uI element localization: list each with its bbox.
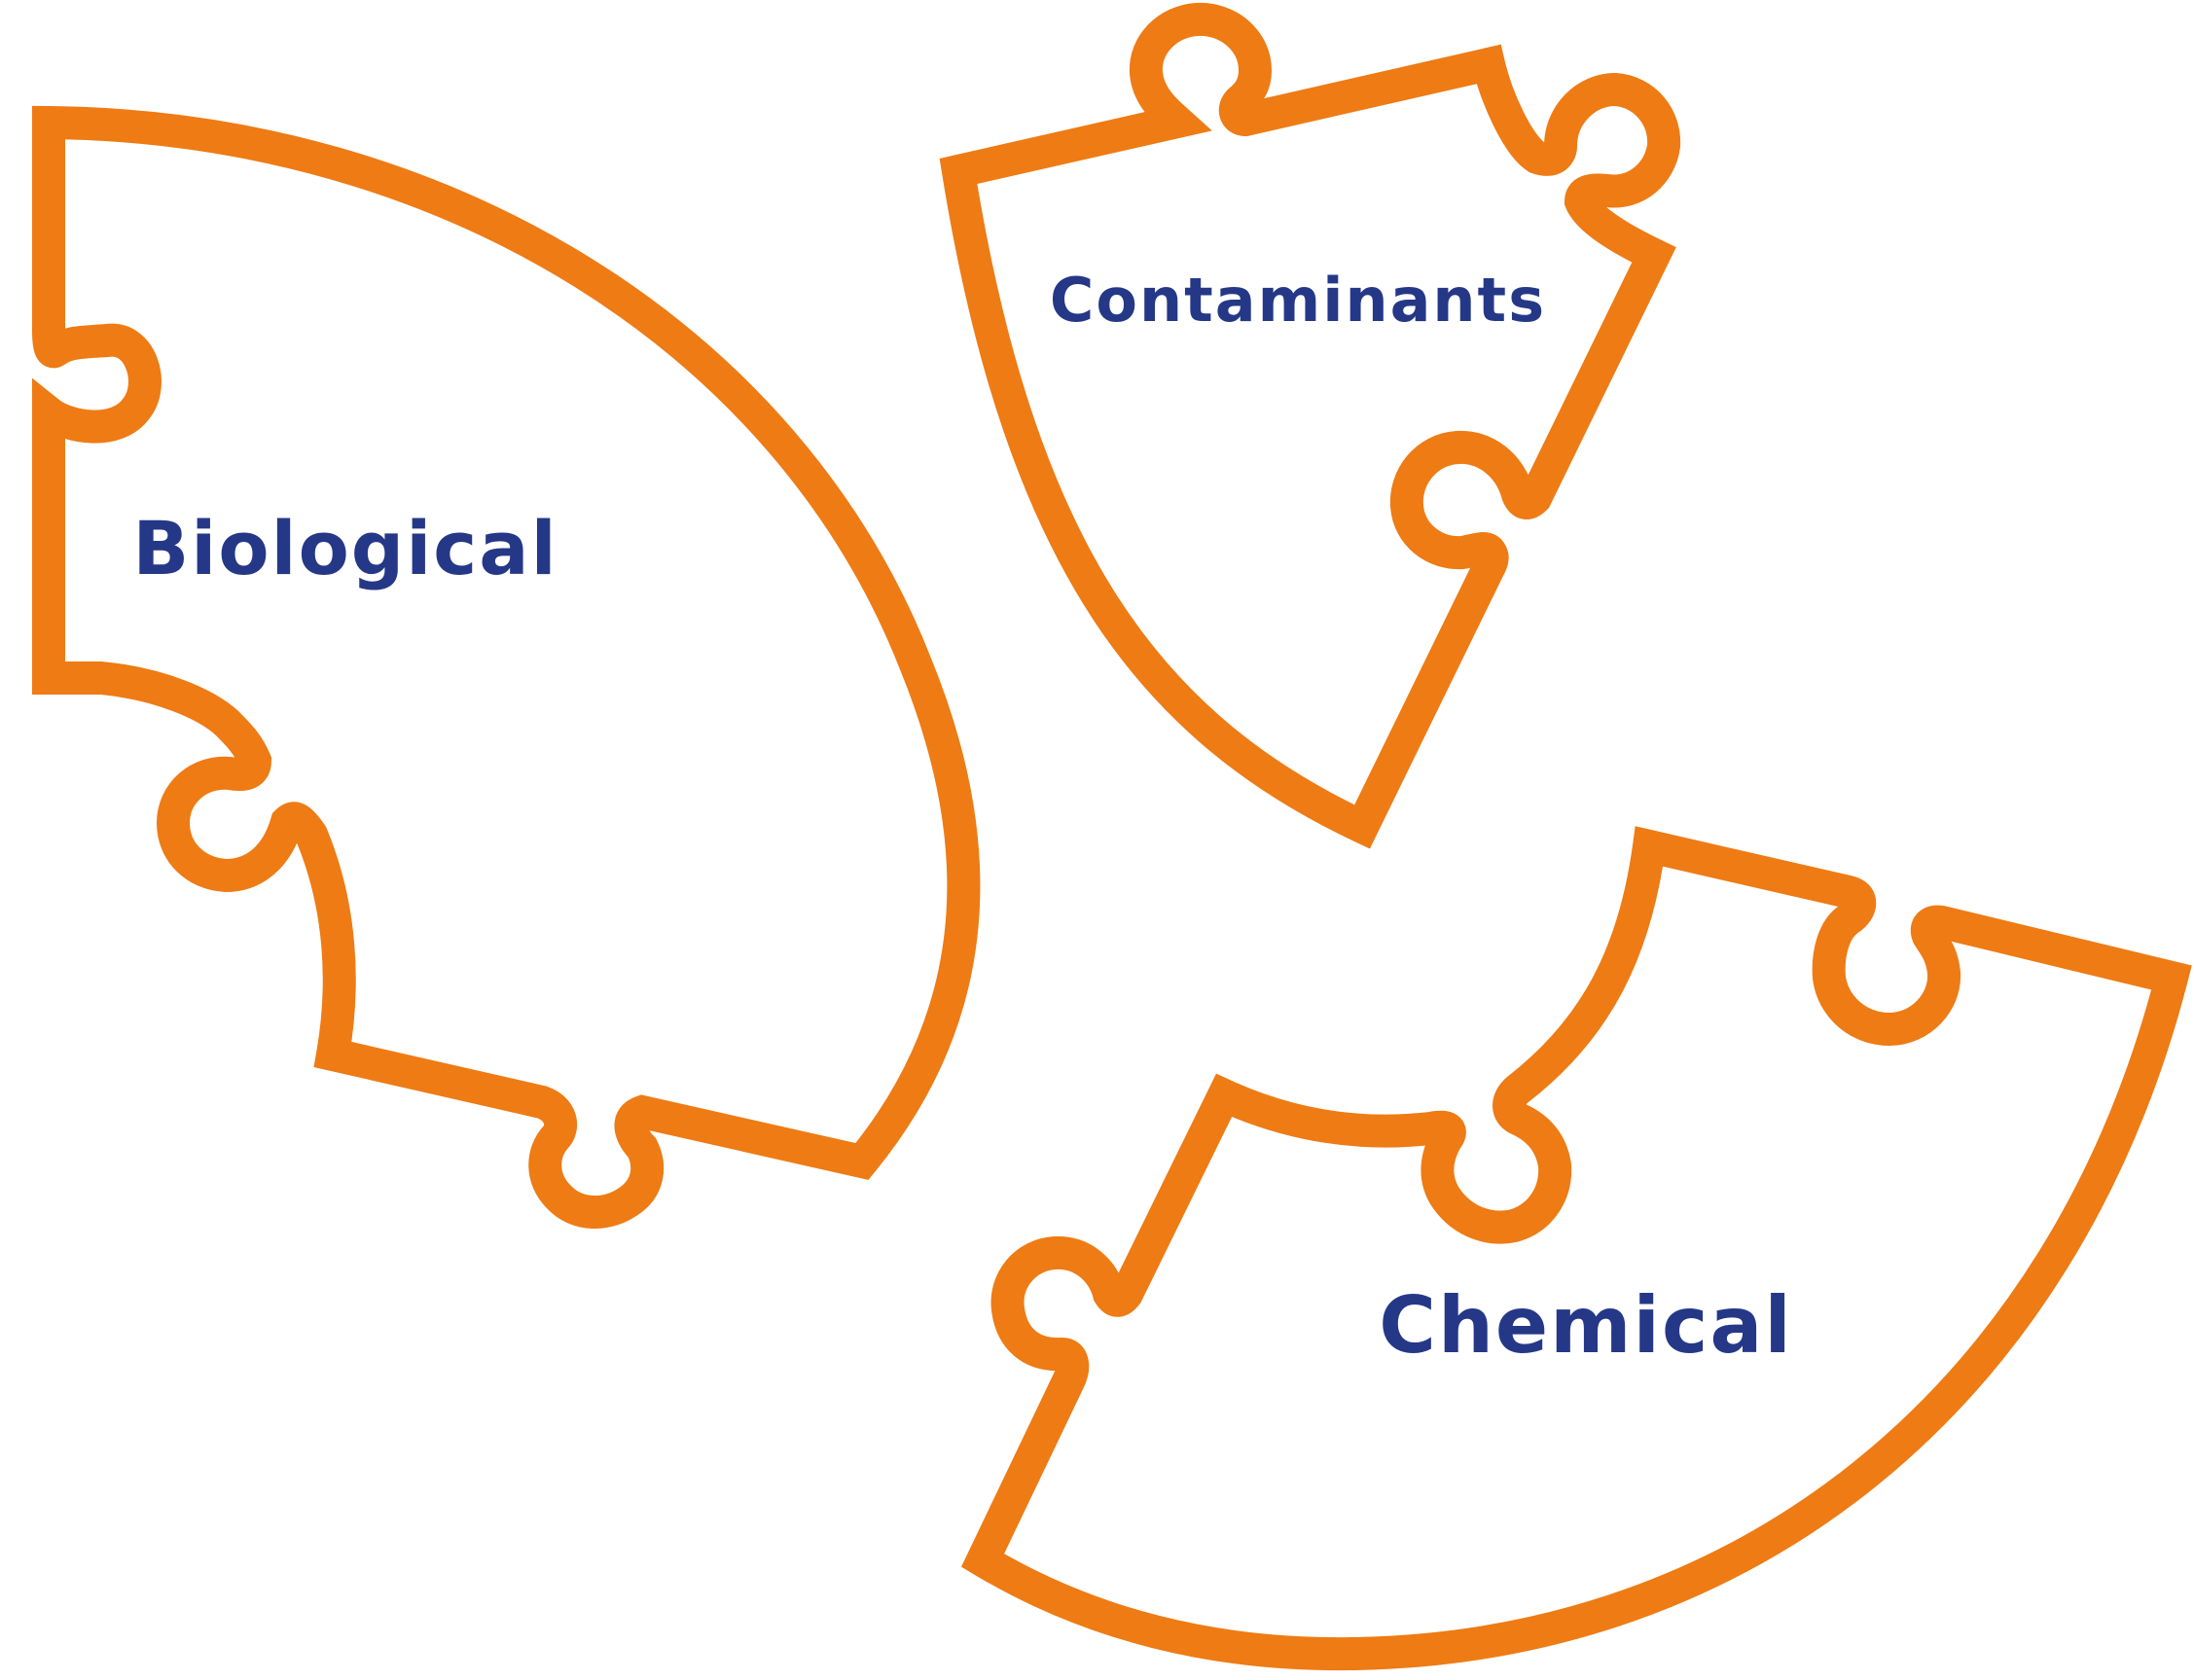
label-chemical: Chemical xyxy=(1379,1280,1793,1371)
puzzle-piece-contaminants: Contaminants xyxy=(939,2,1681,849)
label-contaminants: Contaminants xyxy=(1050,265,1546,336)
chemical-piece-outline xyxy=(960,826,2192,1671)
biological-piece-outline xyxy=(32,105,981,1229)
puzzle-piece-biological: Biological xyxy=(32,105,981,1229)
puzzle-piece-chemical: Chemical xyxy=(960,826,2192,1671)
label-biological: Biological xyxy=(132,505,557,591)
contaminants-piece-outline xyxy=(939,2,1681,849)
